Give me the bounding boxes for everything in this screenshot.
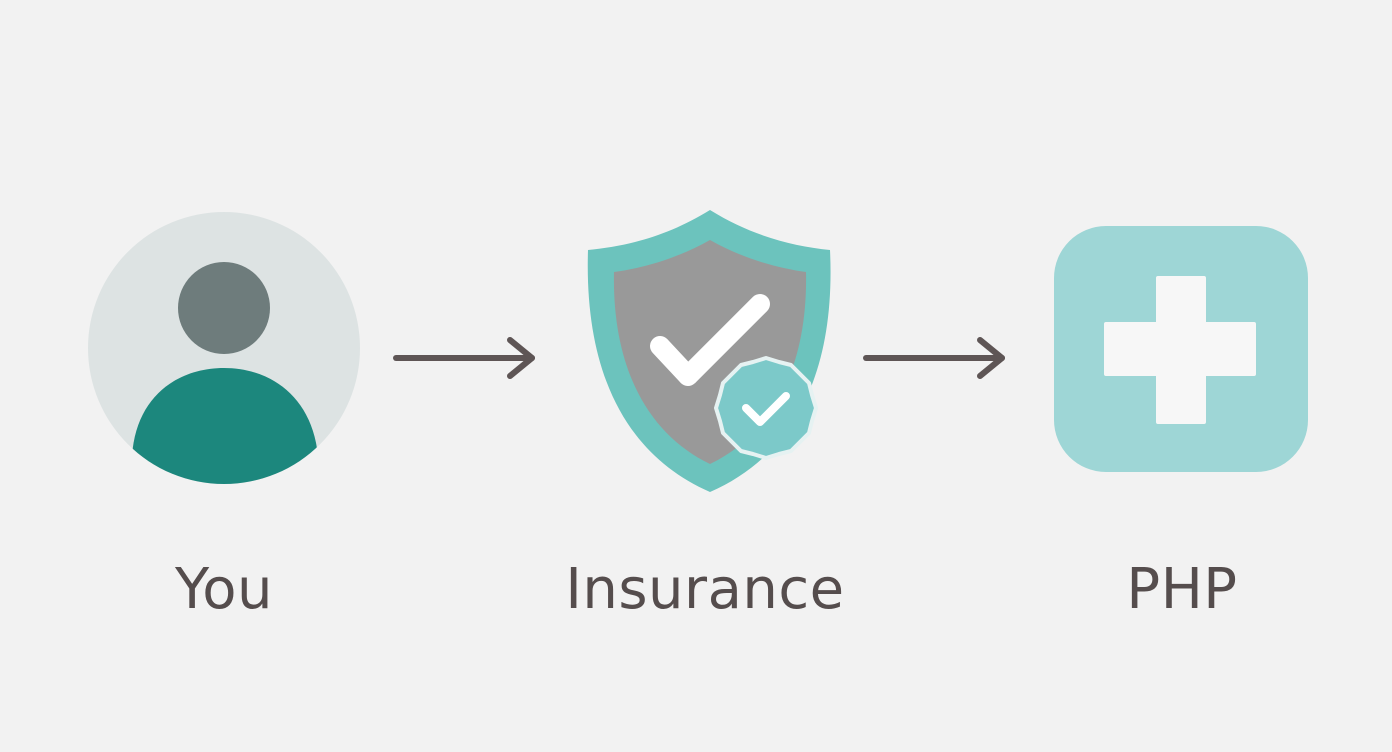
connector-arrow-2 <box>862 334 1012 382</box>
badge-check-icon <box>714 356 818 460</box>
label-you: You <box>174 557 274 622</box>
shield-check-icon <box>587 210 831 492</box>
label-php: PHP <box>1126 557 1238 622</box>
step-you <box>86 210 362 486</box>
check-icon <box>650 294 770 386</box>
connector-arrow-1 <box>392 334 542 382</box>
step-insurance <box>580 206 840 496</box>
label-insurance: Insurance <box>565 557 845 622</box>
cross-shape <box>1104 276 1256 424</box>
arrow-right-icon <box>863 337 1005 379</box>
step-php <box>1054 226 1308 472</box>
arrow-right-icon <box>393 337 535 379</box>
avatar-body <box>132 368 318 484</box>
medical-cross-icon <box>1054 226 1308 472</box>
avatar-head <box>178 262 270 354</box>
user-avatar-icon <box>88 212 360 484</box>
